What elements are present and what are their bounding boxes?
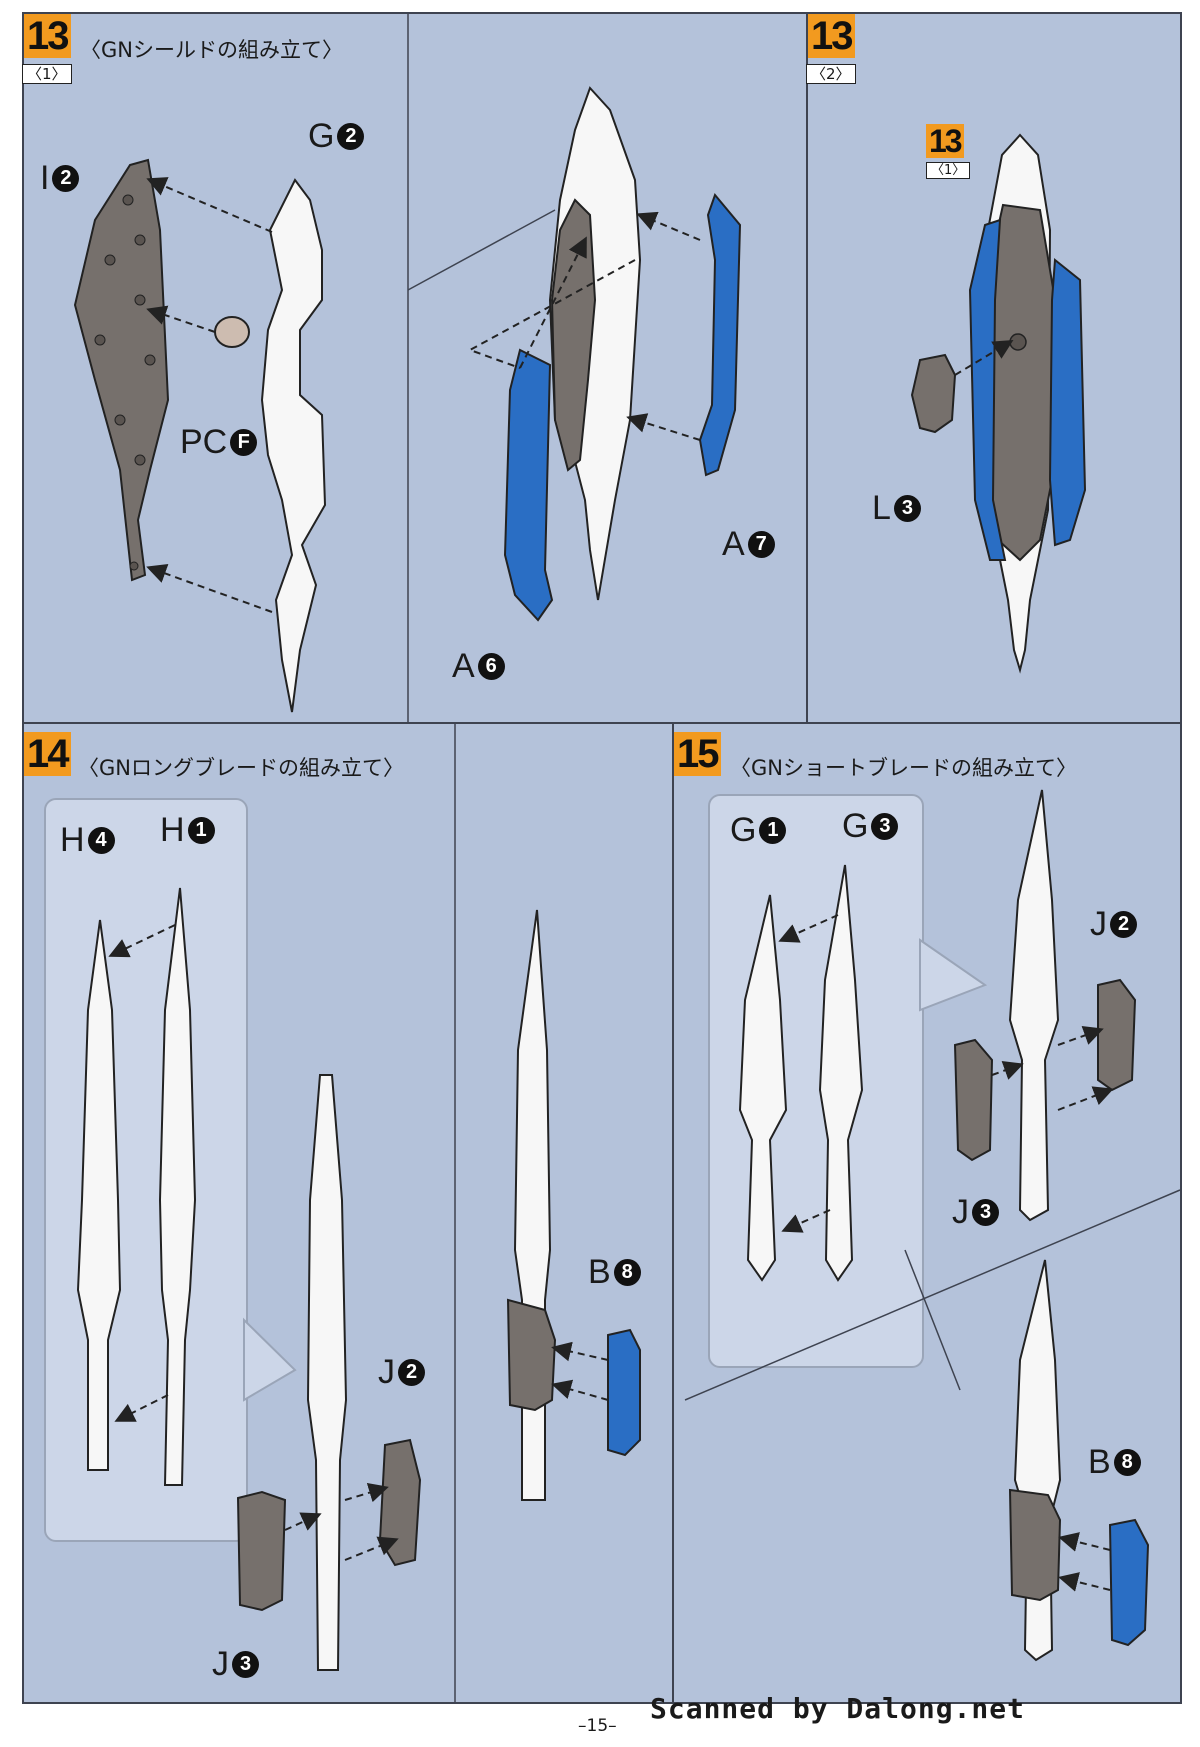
scan-credit: Scanned by Dalong.net xyxy=(650,1692,1026,1725)
shield-back-gray-part xyxy=(73,158,170,582)
blue-part-b8-long xyxy=(607,1328,641,1457)
title-gn-shield: 〈GNシールドの組み立て〉 xyxy=(80,38,343,62)
short-blade-g3 xyxy=(818,864,864,1282)
grip-part-l3 xyxy=(910,353,957,434)
long-blade-assembled-mid xyxy=(306,1074,348,1671)
long-blade-gray-hilt xyxy=(506,1298,557,1412)
long-blade-h4 xyxy=(76,919,122,1471)
title-gn-long-blade: 〈GNロングブレードの組み立て〉 xyxy=(78,756,404,780)
short-blade-gray-hilt xyxy=(1008,1488,1062,1602)
inset-14 xyxy=(44,798,248,1542)
blue-part-b8-short xyxy=(1108,1518,1150,1647)
title-gn-short-blade: 〈GNショートブレードの組み立て〉 xyxy=(730,756,1077,780)
long-blade-assembled-right xyxy=(513,909,552,1501)
shield-blue-right xyxy=(1048,258,1087,547)
grip-part-j3-left xyxy=(236,1490,287,1612)
polycap-part xyxy=(214,316,250,348)
short-blade-g1 xyxy=(738,894,788,1282)
substep-13-2: 〈2〉 xyxy=(806,64,856,84)
grip-part-j3-short xyxy=(953,1038,994,1162)
shield-front-white-part xyxy=(260,178,327,713)
long-blade-h1 xyxy=(158,887,197,1486)
step-number-14: 14 xyxy=(24,732,71,776)
ref-step-13: 13 xyxy=(926,124,964,158)
grip-part-j2-right xyxy=(378,1438,422,1567)
blue-part-a6 xyxy=(503,348,554,622)
page-number: –15– xyxy=(578,1716,617,1736)
step-number-15: 15 xyxy=(674,732,721,776)
substep-13-1: 〈1〉 xyxy=(22,64,72,84)
blue-part-a7 xyxy=(698,193,742,477)
short-blade-assembled-top xyxy=(1008,789,1060,1222)
step-number-13b: 13 xyxy=(808,14,855,58)
assembly-gray-part xyxy=(550,198,597,472)
grip-part-j2-short xyxy=(1097,978,1137,1092)
shield-blue-left xyxy=(968,218,1007,561)
ref-substep-13-1: 〈1〉 xyxy=(926,162,971,179)
step-number-13: 13 xyxy=(24,14,71,58)
